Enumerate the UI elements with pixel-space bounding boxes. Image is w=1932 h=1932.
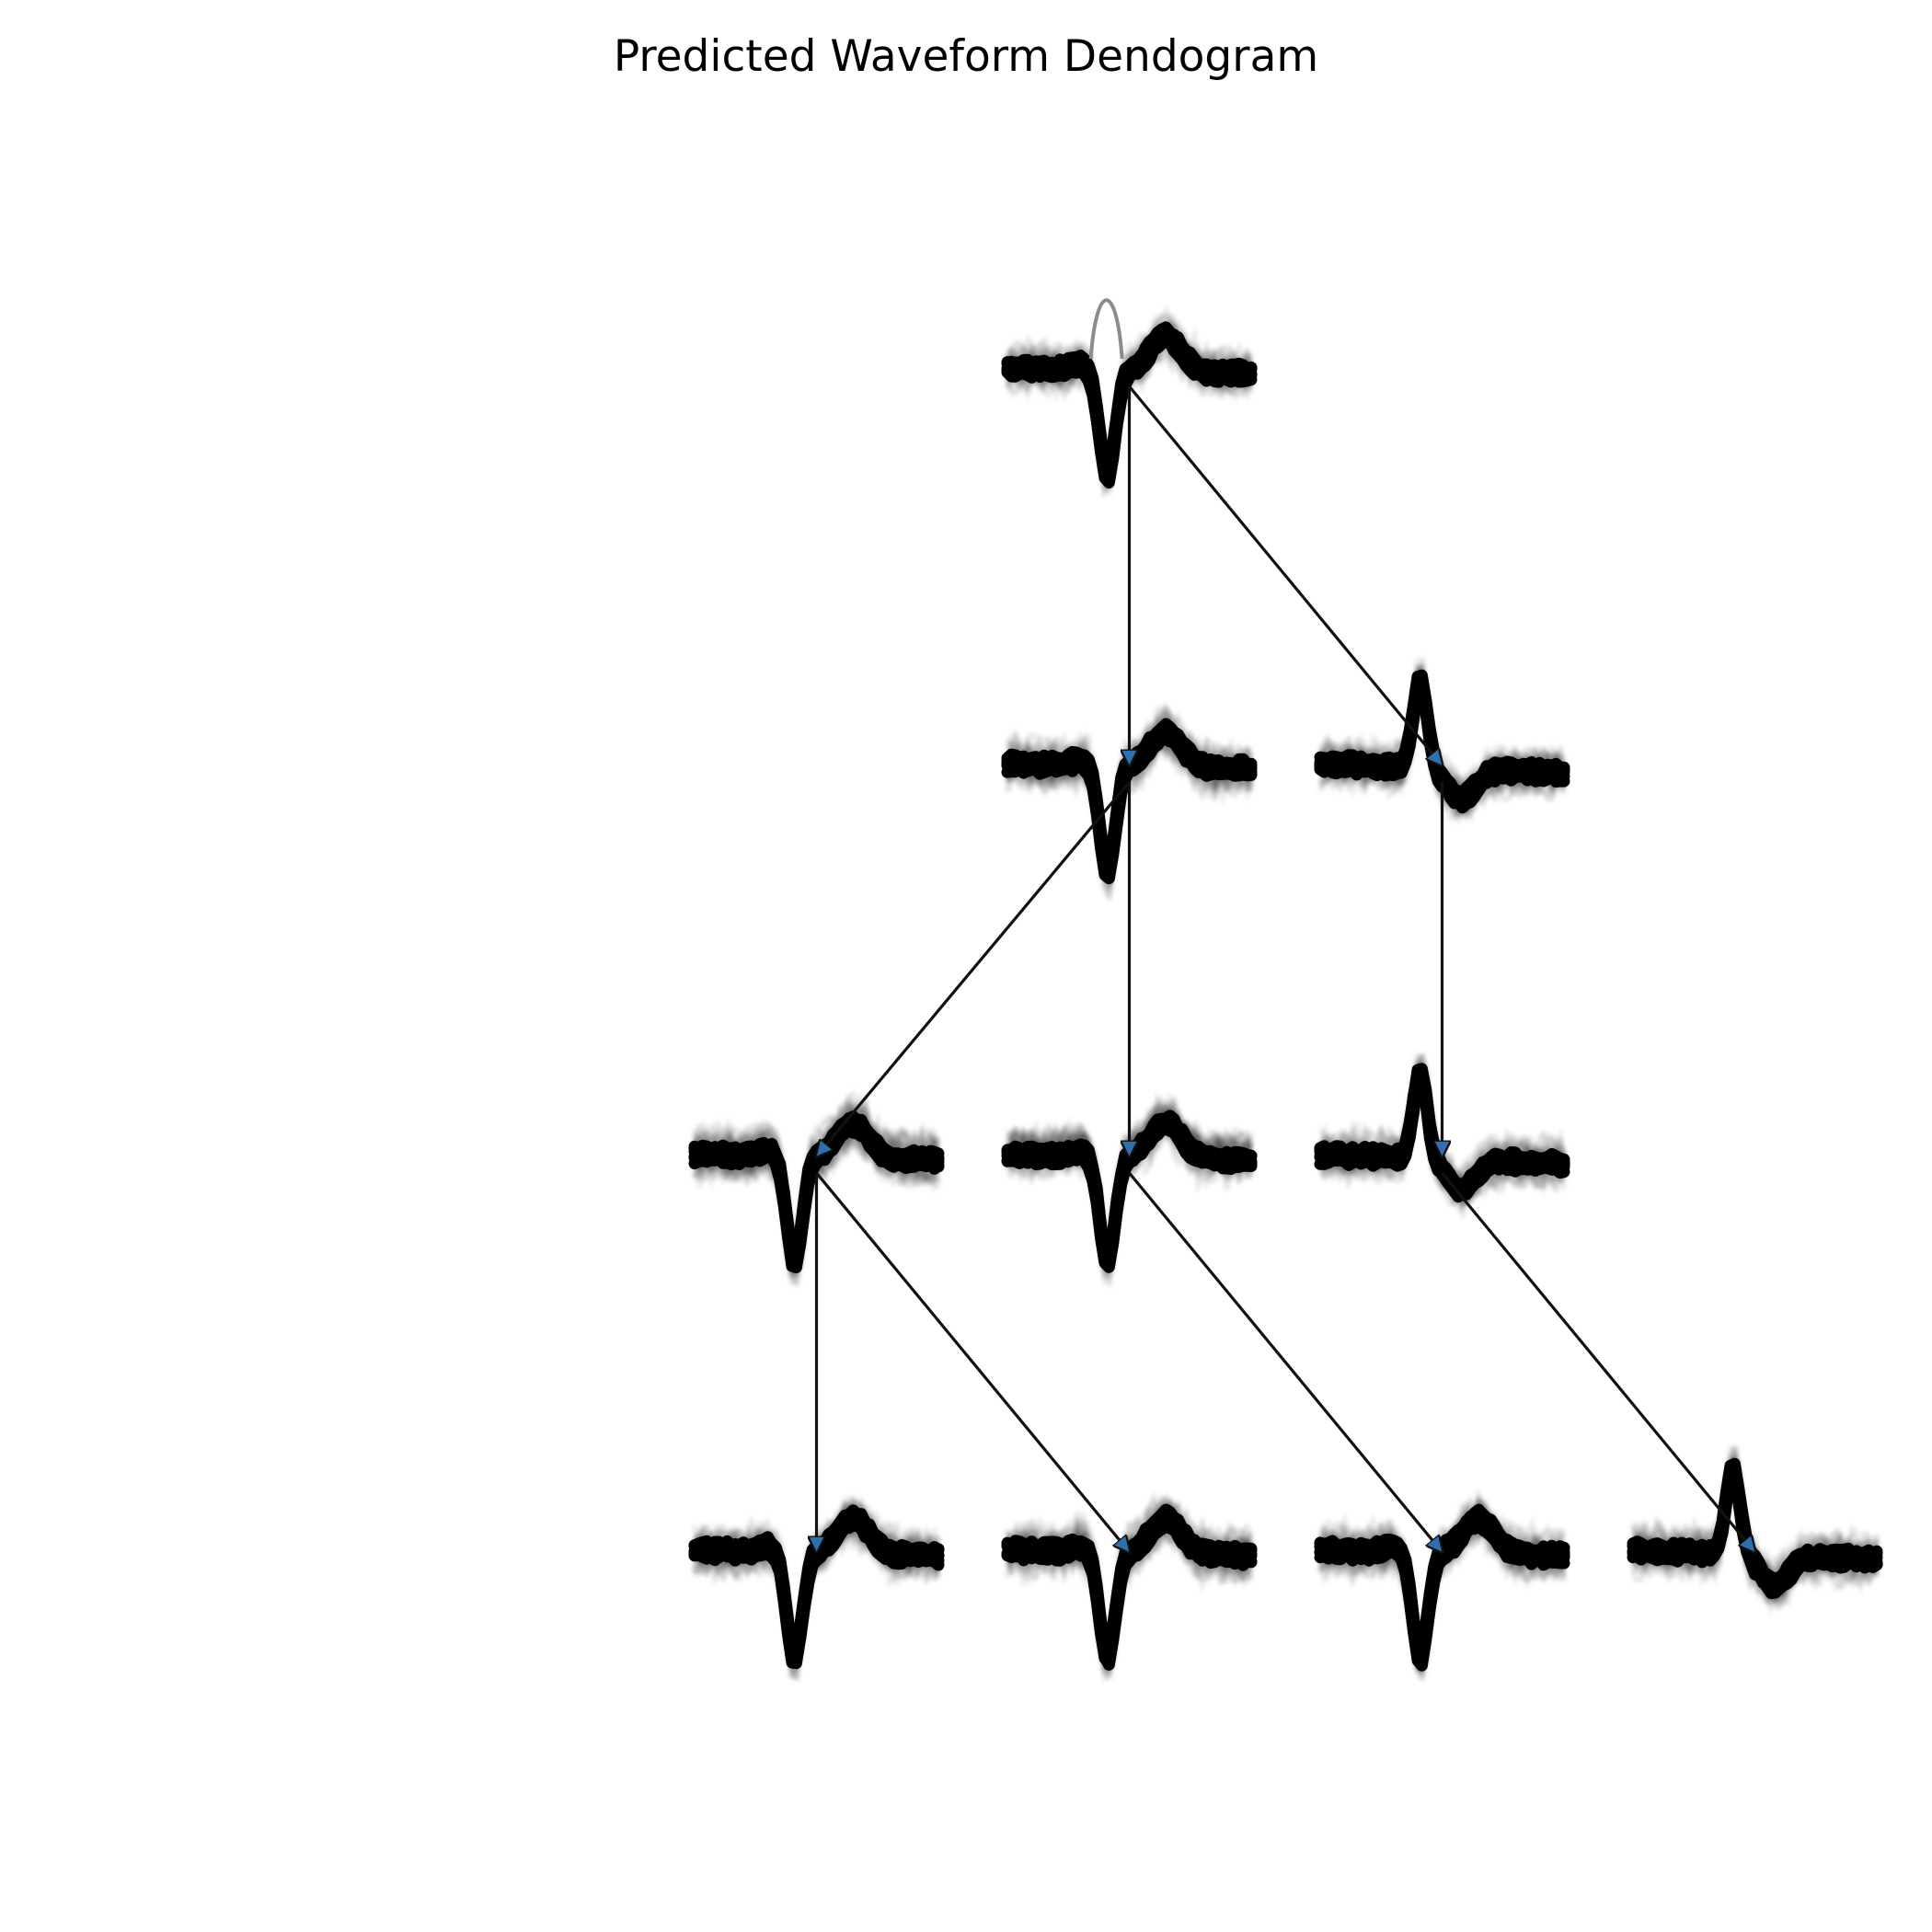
waveform-node-n0 bbox=[1001, 298, 1258, 500]
edge-n3-to-n7 bbox=[815, 1171, 1130, 1552]
waveform-trace bbox=[1632, 1473, 1880, 1617]
waveform-trace-cloud bbox=[1630, 1444, 1880, 1617]
waveform-mean-band bbox=[1001, 1121, 1258, 1272]
edge-n4-to-n8 bbox=[1128, 1171, 1443, 1552]
waveform-node-n1 bbox=[1001, 702, 1258, 903]
waveform-mean-band bbox=[688, 1519, 945, 1670]
waveform-mean-band bbox=[1314, 1519, 1570, 1672]
waveform-mean-band bbox=[688, 1122, 945, 1273]
edge-n1-to-n3 bbox=[817, 780, 1131, 1156]
waveform-mean-band bbox=[1001, 335, 1258, 489]
edge-n5-to-n9 bbox=[1441, 1171, 1755, 1552]
waveform-trace-cloud bbox=[1005, 1489, 1254, 1682]
waveform-node-n7 bbox=[1001, 1489, 1258, 1682]
waveform-mean-band bbox=[1001, 732, 1258, 885]
waveform-node-n9 bbox=[1627, 1444, 1883, 1617]
waveform-mean-band bbox=[1001, 1520, 1258, 1671]
nodes-layer bbox=[688, 298, 1883, 1684]
waveform-highlight-trace bbox=[1088, 298, 1124, 360]
waveform-trace-cloud bbox=[1317, 1487, 1567, 1683]
waveform-node-n8 bbox=[1314, 1487, 1570, 1683]
edges-layer bbox=[815, 385, 1755, 1552]
edge-n0-to-n2 bbox=[1128, 385, 1443, 765]
page-title: Predicted Waveform Dendogram bbox=[613, 31, 1319, 82]
waveform-mean-band bbox=[1627, 1469, 1883, 1600]
